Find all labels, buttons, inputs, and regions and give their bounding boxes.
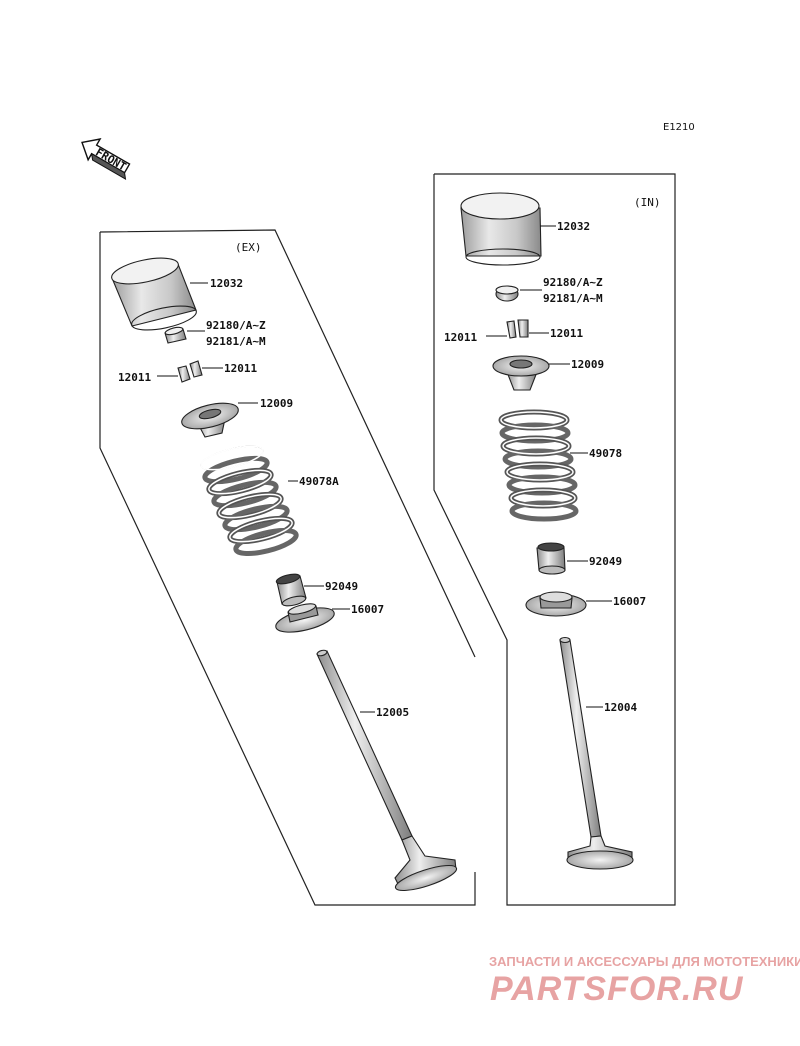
ex-valve-spring (200, 445, 299, 557)
in-label-cotter-right: 12011 (550, 327, 583, 340)
in-valve (559, 636, 634, 870)
ex-label-cap: 12032 (210, 277, 243, 290)
ex-label-cotter-right: 12011 (224, 362, 257, 375)
ex-label-shim-b: 92181/A~M (206, 335, 266, 348)
front-arrow-icon: FRONT (81, 138, 131, 181)
in-label-retainer: 12009 (571, 358, 604, 371)
in-valve-cap (460, 192, 542, 266)
ex-spring-seat (275, 603, 335, 633)
in-label-cotter-left: 12011 (444, 331, 477, 344)
in-spring-retainer (492, 355, 550, 391)
ex-label-shim-a: 92180/A~Z (206, 319, 266, 332)
ex-label-seat: 16007 (351, 603, 384, 616)
ex-label-valve: 12005 (376, 706, 409, 719)
in-cotters (506, 319, 529, 339)
watermark-tagline: ЗАПЧАСТИ И АКСЕССУАРЫ ДЛЯ МОТОТЕХНИКИ (489, 954, 800, 969)
in-label-spring: 49078 (589, 447, 622, 460)
ex-shim (164, 326, 187, 344)
ex-section-title: (EX) (235, 241, 262, 254)
ex-label-retainer: 12009 (260, 397, 293, 410)
in-shim (495, 285, 519, 302)
in-label-shim-a: 92180/A~Z (543, 276, 603, 289)
ex-label-spring: 49078A (299, 475, 339, 488)
ex-stem-seal (275, 573, 307, 607)
ex-cotters (177, 360, 203, 383)
in-label-seat: 16007 (613, 595, 646, 608)
ex-valve-cap (111, 257, 197, 331)
ex-label-cotter-left: 12011 (118, 371, 151, 384)
ex-spring-retainer (181, 402, 239, 438)
ex-section-frame (99, 229, 476, 658)
ex-label-seal: 92049 (325, 580, 358, 593)
watermark-brand: PARTSFOR.RU (490, 970, 744, 1008)
ex-valve (316, 649, 458, 892)
in-label-valve: 12004 (604, 701, 637, 714)
in-section-title: (IN) (634, 196, 661, 209)
diagram-code: E1210 (663, 122, 695, 133)
in-spring-seat (525, 591, 587, 617)
ex-section-frame-bottom (99, 232, 476, 906)
in-section-frame (433, 173, 676, 906)
in-label-shim-b: 92181/A~M (543, 292, 603, 305)
in-label-seal: 92049 (589, 555, 622, 568)
in-label-cap: 12032 (557, 220, 590, 233)
in-valve-spring (498, 409, 579, 522)
in-stem-seal (536, 542, 566, 575)
